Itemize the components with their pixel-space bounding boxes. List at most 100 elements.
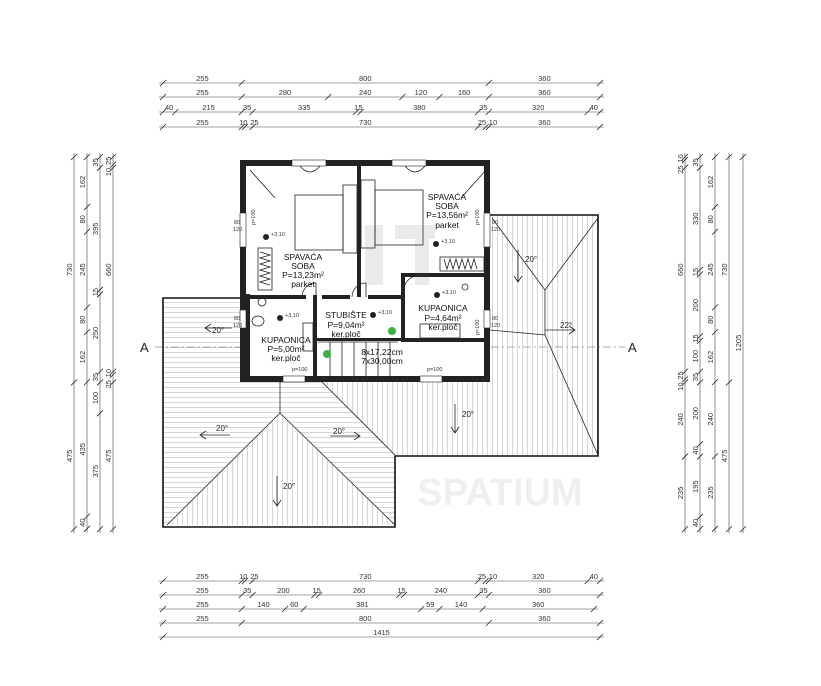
room-name: SOBA — [291, 261, 315, 271]
dimension-value: 240 — [676, 413, 685, 426]
dimension-value: 330 — [691, 213, 700, 226]
dimension-tick — [681, 379, 689, 386]
dimension-tick — [696, 379, 704, 386]
dimension-value: 360 — [538, 88, 551, 97]
furniture — [249, 165, 487, 376]
dimension-tick — [711, 525, 719, 533]
dimension-tick — [696, 525, 704, 533]
dimension-tick — [281, 605, 289, 613]
dimension-value: 360 — [538, 118, 551, 127]
window-height-label: 120 — [491, 323, 500, 329]
dimension-tick — [696, 332, 704, 340]
dimension-value: 235 — [706, 486, 715, 499]
level-markers: +3,10 +3,10 +3,10 +3,10 +3,10 p=100 p=10… — [233, 210, 500, 373]
dimension-value: 80 — [706, 316, 715, 324]
watermark-text: SPATIUM — [417, 472, 582, 514]
dimension-value: 15 — [354, 103, 362, 112]
dimension-tick — [109, 379, 117, 386]
dimension-value: 35 — [243, 103, 251, 112]
level-marker-icon: +3,10 — [433, 239, 455, 247]
level-label: +3,10 — [271, 232, 285, 238]
stair-spec: 7x30,00cm — [361, 356, 403, 366]
green-marker-icon — [323, 350, 331, 358]
level-marker-icon: +3,10 — [434, 290, 456, 298]
dimension-value: 360 — [538, 586, 551, 595]
dimension-tick — [159, 79, 167, 87]
dimension-tick — [474, 577, 482, 585]
dimension-value: 660 — [676, 263, 685, 276]
dimension-tick — [159, 93, 167, 101]
dimension-tick — [485, 108, 493, 116]
slope-arrow-icon — [199, 250, 576, 507]
dimension-tick — [249, 108, 256, 116]
dimension-tick — [83, 525, 91, 533]
dimension-value: 240 — [706, 413, 715, 426]
dimension-tick — [696, 513, 704, 521]
dimension-value: 475 — [65, 450, 74, 463]
dimension-value: 335 — [298, 103, 311, 112]
dimension-value: 162 — [78, 351, 87, 364]
level-marker-icon: +3,10 — [277, 313, 299, 321]
room-floor: ker.ploč — [331, 329, 361, 339]
level-marker-icon: +3,10 — [263, 232, 285, 240]
dimension-value: 235 — [676, 487, 685, 500]
dimension-tick — [696, 266, 704, 274]
slope-label: 22° — [560, 321, 572, 330]
dimension-tick — [399, 93, 406, 101]
dimension-value: 140 — [455, 600, 468, 609]
slope-label: 20° — [212, 326, 224, 335]
dimension-tick — [159, 108, 167, 116]
dimension-tick — [711, 203, 719, 211]
dimension-tick — [238, 591, 246, 599]
dimension-tick — [482, 577, 490, 585]
dimension-tick — [70, 379, 78, 386]
dimension-value: 15 — [91, 288, 100, 296]
dimension-tick — [96, 525, 104, 533]
dimension-value: 475 — [104, 450, 113, 463]
dimension-tick — [711, 328, 719, 336]
room-name: KUPAONICA — [418, 303, 468, 313]
slope-label: 20° — [283, 482, 295, 491]
dimension-value: 255 — [196, 88, 209, 97]
dimension-tick — [696, 453, 704, 460]
dimension-tick — [238, 605, 246, 613]
dimension-value: 10 — [489, 118, 497, 127]
window-width-label: 80 — [492, 316, 498, 322]
dimension-value: 162 — [706, 176, 715, 189]
dimension-tick — [96, 164, 104, 172]
dimension-value: 10 — [239, 118, 247, 127]
room-floor: parket — [291, 279, 315, 289]
dimension-tick — [485, 79, 493, 87]
window-height-label: 120 — [233, 323, 242, 329]
dimension-tick — [696, 440, 704, 448]
dimension-value: 40 — [590, 572, 598, 581]
level-label: +3,10 — [442, 290, 456, 296]
dimension-value: 35 — [479, 103, 487, 112]
dimension-tick — [739, 525, 747, 533]
dimension-tick — [109, 371, 117, 379]
roof-slopes: 20° 20° 22° 20° 20° 20° 20° — [199, 250, 576, 507]
dimension-tick — [83, 153, 91, 161]
dimension-tick — [485, 93, 493, 101]
dimension-value: 40 — [165, 103, 173, 112]
dimension-tick — [485, 577, 493, 585]
dimension-tick — [436, 605, 443, 613]
dimension-value: 25 — [104, 157, 113, 165]
dimension-tick — [357, 108, 364, 116]
dimension-value: 35 — [691, 373, 700, 381]
dimension-tick — [711, 452, 719, 460]
dimension-value: 255 — [196, 74, 209, 83]
dimension-value: 255 — [196, 600, 209, 609]
sink-icon — [257, 297, 267, 307]
dimension-tick — [681, 453, 689, 460]
dimension-value: 35 — [243, 586, 251, 595]
dimension-tick — [681, 153, 689, 161]
dimension-value: 80 — [706, 215, 715, 223]
slope-label: 20° — [333, 427, 345, 436]
dimension-tick — [584, 108, 591, 116]
room-floor: parket — [435, 220, 459, 230]
bathtub-icon — [419, 323, 461, 339]
dimension-value: 375 — [91, 465, 100, 478]
dimension-tick — [96, 410, 104, 417]
